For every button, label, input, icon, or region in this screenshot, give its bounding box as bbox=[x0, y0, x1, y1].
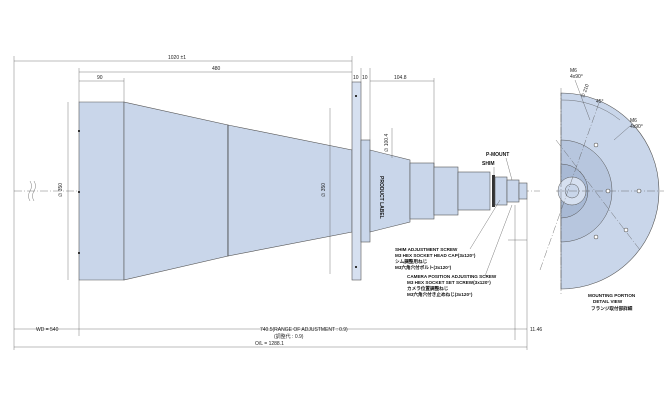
dim-104-label: 104.8 bbox=[394, 75, 407, 81]
dim-adjust-jp-label: (調整代 : 0.9) bbox=[274, 333, 304, 340]
detail-title-line2: DETAIL VIEW bbox=[593, 299, 623, 304]
detail-hole-3 bbox=[593, 234, 599, 240]
detail-axis-diag2 bbox=[555, 139, 641, 251]
dim-total-label: 1020 ±1 bbox=[168, 55, 186, 61]
detail-dia-label: ∅ 210 bbox=[580, 83, 591, 98]
shim-screw-leader bbox=[469, 199, 501, 250]
svg-text:SHIM ADJUSTMENT SCREW: SHIM ADJUSTMENT SCREW bbox=[395, 247, 458, 252]
mounting-detail-view: M6 4x90° M6 4x90° ∅ 210 45° MOUNTING POR… bbox=[539, 68, 664, 312]
front-mark-1 bbox=[78, 130, 80, 132]
break-mark bbox=[28, 180, 36, 202]
p-mount-tip bbox=[518, 182, 528, 200]
shim-label: SHIM bbox=[482, 161, 495, 167]
lens-body-cone bbox=[123, 101, 229, 281]
dim-90-label: 90 bbox=[97, 75, 103, 81]
detail-angle-label: 45° bbox=[596, 99, 604, 105]
product-label: PRODUCT LABEL bbox=[378, 176, 384, 219]
detail-title-jp: フランジ取付部詳細 bbox=[591, 305, 633, 312]
flange-mark-2 bbox=[355, 266, 357, 268]
flange-mark-1 bbox=[355, 95, 357, 97]
svg-text:M3六角穴付き止めねじ(3x120°): M3六角穴付き止めねじ(3x120°) bbox=[407, 291, 473, 298]
svg-text:CAMERA POSITION ADJUSTING SCRE: CAMERA POSITION ADJUSTING SCREW bbox=[407, 274, 497, 279]
flange-ring bbox=[360, 139, 371, 243]
dim-dia-mid: ∅ 350 bbox=[321, 183, 327, 197]
dim-adjust-label: 740.5(RANGE OF ADJUSTMENT : 0.9) bbox=[260, 327, 348, 333]
detail-hole-5 bbox=[623, 227, 629, 233]
svg-text:M3 HEX SOCKET SET SCREW(3x120°: M3 HEX SOCKET SET SCREW(3x120°) bbox=[407, 280, 491, 285]
detail-hole-top-count: 4x90° bbox=[570, 74, 583, 80]
lens-body-cone-rear bbox=[227, 124, 353, 257]
barrel-step-4 bbox=[494, 176, 508, 206]
barrel-step-1 bbox=[409, 162, 435, 220]
svg-text:シム調整用ねじ: シム調整用ねじ bbox=[395, 258, 428, 265]
dim-10b-label: 10 bbox=[362, 75, 368, 81]
mounting-flange bbox=[351, 81, 362, 281]
detail-hole-right-count: 4x90° bbox=[630, 124, 643, 130]
detail-hole-right-leader bbox=[613, 125, 631, 141]
camera-screw-leader bbox=[484, 204, 513, 277]
dim-oal-label: O/L = 1288.1 bbox=[255, 341, 284, 347]
dim-dia-small: ∅ 100.4 bbox=[384, 134, 390, 152]
detail-axis-diag1 bbox=[539, 99, 601, 271]
detail-hole-4 bbox=[636, 188, 642, 194]
detail-hole-top-leader bbox=[574, 79, 591, 121]
svg-text:カメラ位置調整ねじ: カメラ位置調整ねじ bbox=[407, 285, 449, 292]
shim-ring bbox=[492, 175, 495, 207]
camera-screw-note: CAMERA POSITION ADJUSTING SCREW M3 HEX S… bbox=[407, 274, 497, 298]
barrel-step-3 bbox=[457, 171, 491, 211]
rear-barrel bbox=[369, 149, 411, 233]
dim-dia-left: ∅ 350 bbox=[58, 183, 64, 197]
p-mount-leader bbox=[505, 157, 513, 181]
p-mount-label: P-MOUNT bbox=[486, 152, 509, 158]
front-mark-3 bbox=[78, 252, 80, 254]
p-mount-ring bbox=[506, 179, 520, 203]
detail-hole-top-label: M6 bbox=[570, 68, 577, 74]
detail-hole-2 bbox=[605, 188, 611, 194]
detail-title-line1: MOUNTING PORTION bbox=[588, 293, 636, 298]
shim-screw-note: SHIM ADJUSTMENT SCREW M3 HEX SOCKET HEAD… bbox=[395, 247, 476, 271]
svg-text:M3 HEX SOCKET HEAD CAP(3x120°): M3 HEX SOCKET HEAD CAP(3x120°) bbox=[395, 253, 476, 258]
detail-hole-right-label: M6 bbox=[630, 118, 637, 124]
dim-10a-label: 10 bbox=[353, 75, 359, 81]
dim-right-label: 11.46 bbox=[530, 327, 542, 333]
dim-wd-label: WD = 540 bbox=[36, 327, 59, 333]
lens-body-front bbox=[78, 101, 125, 281]
detail-hole-1 bbox=[593, 142, 599, 148]
dim-480-label: 480 bbox=[212, 66, 221, 72]
barrel-step-2 bbox=[433, 166, 459, 216]
front-mark-2 bbox=[78, 191, 80, 193]
svg-text:M3六角穴付ボルト(3x120°): M3六角穴付ボルト(3x120°) bbox=[395, 264, 452, 271]
